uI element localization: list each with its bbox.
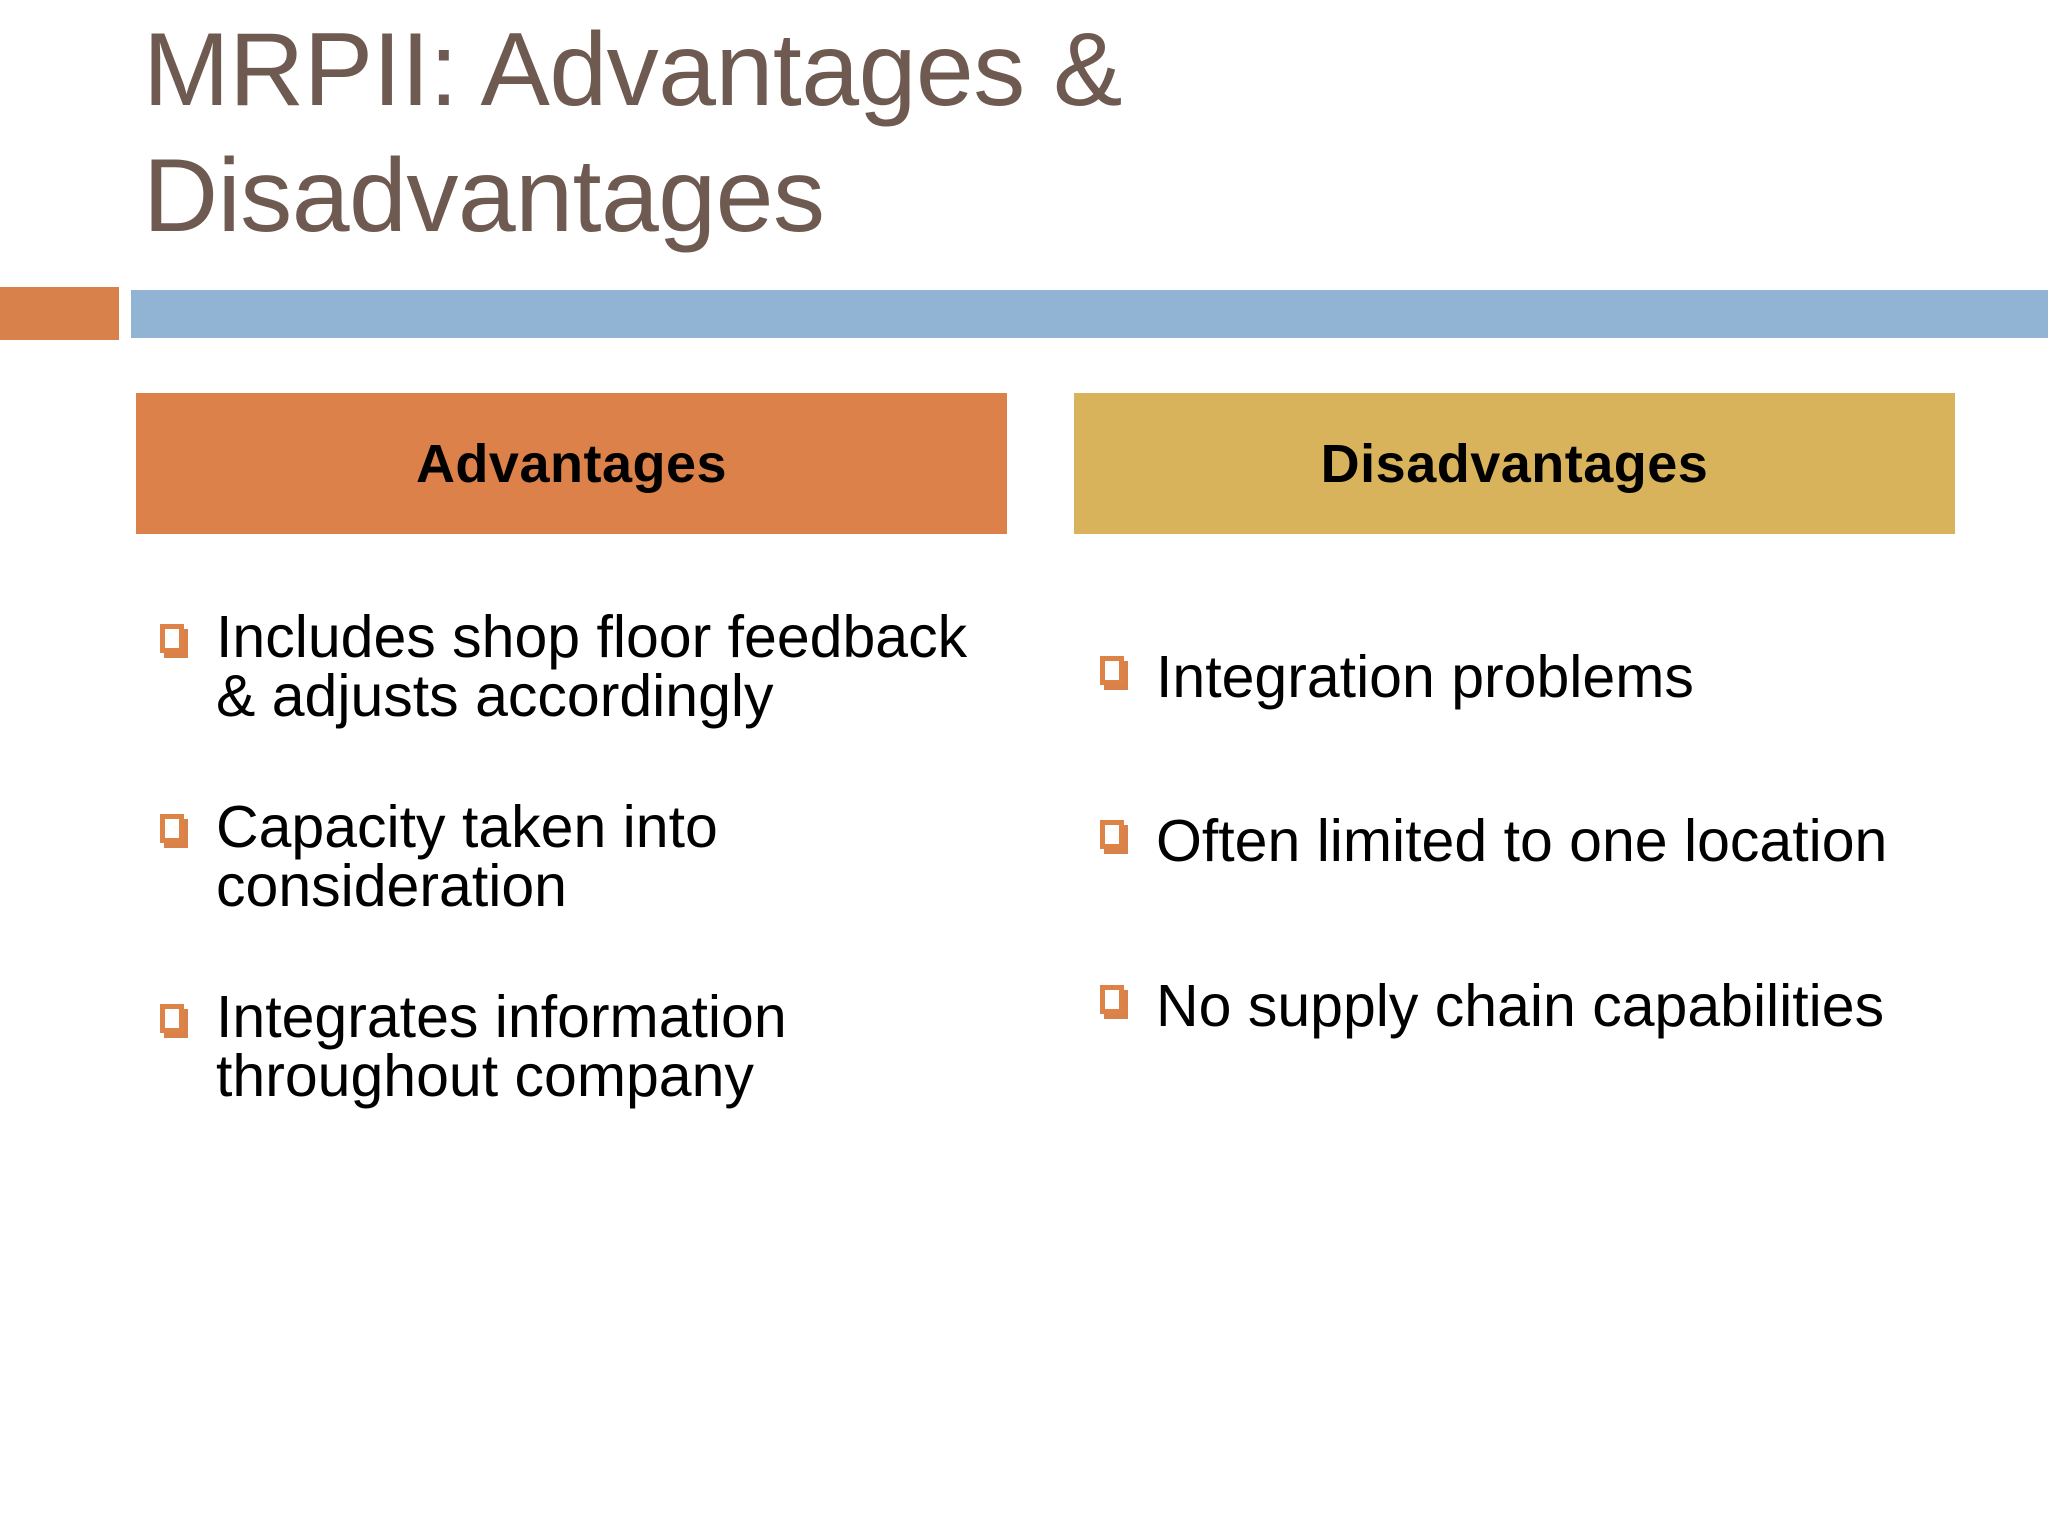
square-bullet-icon — [160, 1004, 188, 1038]
column-header-advantages: Advantages — [136, 393, 1007, 534]
square-bullet-icon — [1100, 984, 1128, 1019]
list-item: Integration problems — [1100, 640, 1960, 714]
square-bullet-icon — [1100, 656, 1128, 690]
disadvantages-list: Integration problems Often limited to on… — [1100, 640, 1960, 1133]
square-bullet-icon — [160, 624, 188, 658]
column-header-advantages-label: Advantages — [415, 433, 728, 494]
column-header-disadvantages-label: Disadvantages — [1320, 433, 1709, 494]
advantages-list: Includes shop floor feedback & adjusts a… — [160, 608, 980, 1178]
list-item: No supply chain capabilities — [1100, 969, 1960, 1043]
list-item-text: Often limited to one location — [1156, 808, 1888, 875]
list-item-text: Integrates information throughout compan… — [216, 984, 787, 1109]
list-item-text: Integration problems — [1156, 644, 1694, 710]
list-item-text: Includes shop floor feedback & adjusts a… — [216, 604, 968, 729]
square-bullet-icon — [160, 814, 188, 848]
list-item: Capacity taken into consideration — [160, 798, 980, 916]
title-accent-square — [0, 287, 119, 340]
list-item-text: Capacity taken into consideration — [216, 794, 718, 919]
list-item: Often limited to one location — [1100, 804, 1960, 878]
list-item-text: No supply chain capabilities — [1156, 972, 1885, 1039]
square-bullet-icon — [1100, 820, 1128, 855]
title-divider-bar — [131, 290, 2048, 338]
list-item: Integrates information throughout compan… — [160, 988, 980, 1106]
column-header-disadvantages: Disadvantages — [1074, 393, 1955, 534]
page-title: MRPII: Advantages & Disadvantages — [143, 12, 1123, 254]
list-item: Includes shop floor feedback & adjusts a… — [160, 608, 980, 726]
